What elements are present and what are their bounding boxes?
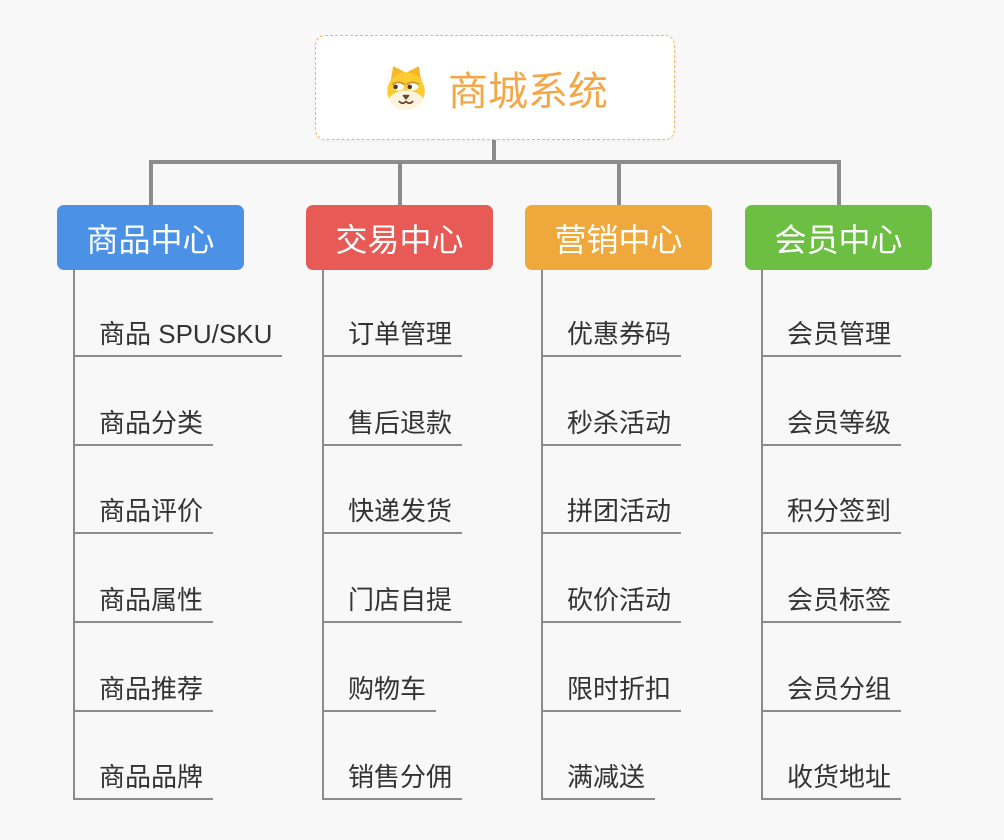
- branch-item[interactable]: 限时折扣: [541, 672, 682, 712]
- branch-item[interactable]: 商品推荐: [73, 672, 214, 712]
- branch-trunk-line: [322, 270, 324, 800]
- branch-item[interactable]: 订单管理: [322, 317, 463, 357]
- root-node[interactable]: 商城系统: [315, 35, 675, 140]
- branch-trunk-line: [541, 270, 543, 800]
- branch-item[interactable]: 购物车: [322, 672, 437, 712]
- connector-drop-branch-2: [617, 160, 621, 206]
- branch-members: 会员中心 会员管理 会员等级 积分签到 会员标签 会员分组 收货地址: [745, 0, 995, 840]
- branch-marketing: 营销中心 优惠券码 秒杀活动 拼团活动 砍价活动 限时折扣 满减送: [525, 0, 775, 840]
- branch-item[interactable]: 优惠券码: [541, 317, 682, 357]
- branch-item[interactable]: 会员管理: [761, 317, 902, 357]
- branch-item[interactable]: 会员分组: [761, 672, 902, 712]
- branch-item[interactable]: 拼团活动: [541, 494, 682, 534]
- connector-bus: [149, 160, 841, 164]
- branch-item[interactable]: 积分签到: [761, 494, 902, 534]
- branch-item[interactable]: 门店自提: [322, 583, 463, 623]
- branch-item[interactable]: 砍价活动: [541, 583, 682, 623]
- dog-face-icon: [387, 66, 425, 110]
- branch-label: 营销中心: [554, 221, 683, 258]
- branch-label: 交易中心: [335, 221, 464, 258]
- branch-item[interactable]: 收货地址: [761, 760, 902, 800]
- branch-item[interactable]: 商品评价: [73, 494, 214, 534]
- connector-root-drop: [492, 140, 496, 162]
- branch-header-products[interactable]: 商品中心: [57, 205, 244, 270]
- connector-drop-branch-3: [837, 160, 841, 206]
- branch-trade: 交易中心 订单管理 售后退款 快递发货 门店自提 购物车 销售分佣: [306, 0, 556, 840]
- branch-header-marketing[interactable]: 营销中心: [525, 205, 712, 270]
- connector-drop-branch-1: [398, 160, 402, 206]
- connector-drop-branch-0: [149, 160, 153, 206]
- branch-trunk-line: [761, 270, 763, 800]
- branch-label: 商品中心: [86, 221, 215, 258]
- branch-item[interactable]: 会员标签: [761, 583, 902, 623]
- branch-item[interactable]: 销售分佣: [322, 760, 463, 800]
- branch-item[interactable]: 秒杀活动: [541, 406, 682, 446]
- branch-header-members[interactable]: 会员中心: [745, 205, 932, 270]
- branch-item[interactable]: 商品 SPU/SKU: [73, 317, 283, 357]
- branch-item[interactable]: 商品属性: [73, 583, 214, 623]
- branch-item[interactable]: 会员等级: [761, 406, 902, 446]
- branch-item[interactable]: 快递发货: [322, 494, 463, 534]
- branch-header-trade[interactable]: 交易中心: [306, 205, 493, 270]
- branch-item[interactable]: 商品品牌: [73, 760, 214, 800]
- branch-item[interactable]: 售后退款: [322, 406, 463, 446]
- branch-label: 会员中心: [774, 221, 903, 258]
- root-title: 商城系统: [448, 69, 608, 114]
- branch-products: 商品中心 商品 SPU/SKU 商品分类 商品评价 商品属性 商品推荐 商品品牌: [57, 0, 307, 840]
- branch-item[interactable]: 满减送: [541, 760, 656, 800]
- branch-trunk-line: [73, 270, 75, 800]
- branch-item[interactable]: 商品分类: [73, 406, 214, 446]
